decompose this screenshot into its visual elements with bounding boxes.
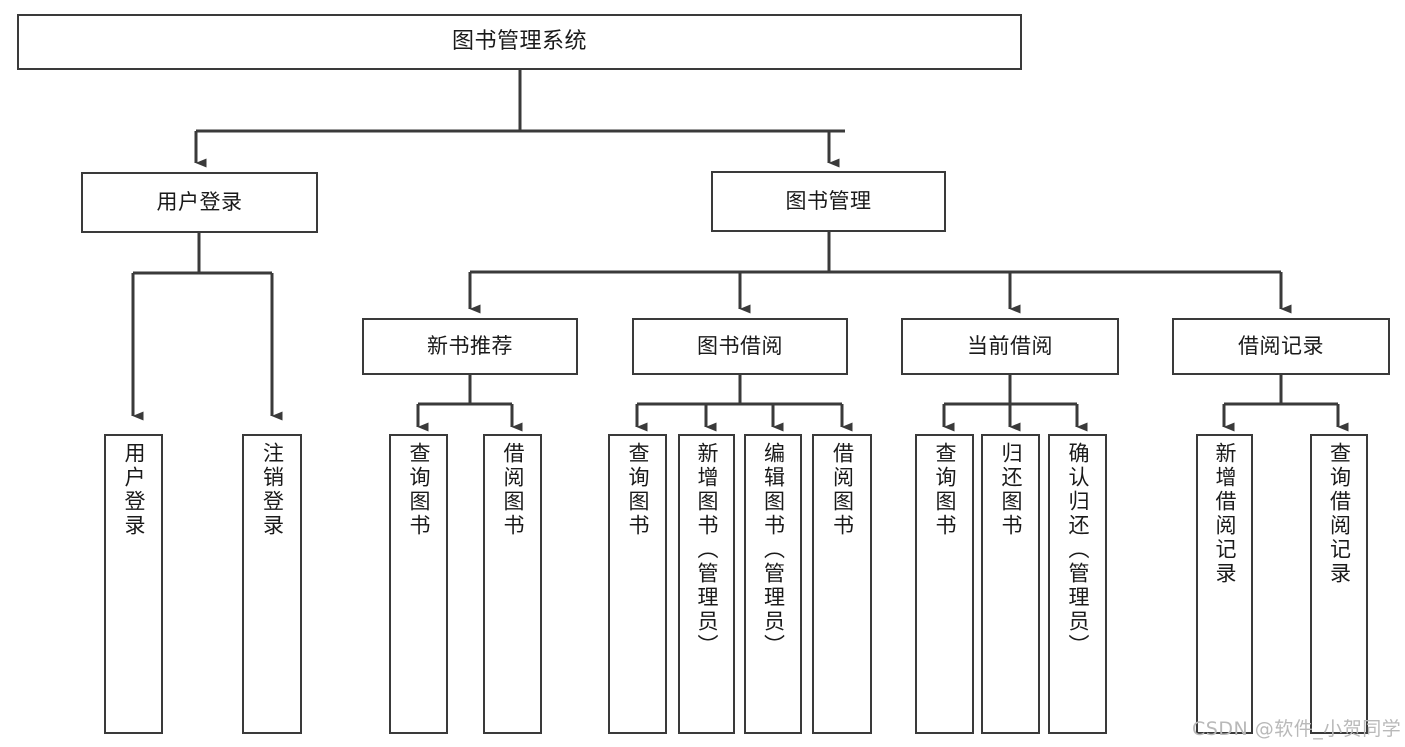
node-leaf-current-confirm-return-label: 确认归还（管理员） bbox=[1066, 442, 1090, 658]
node-leaf-new-book-borrow-label: 借阅图书 bbox=[501, 442, 525, 538]
node-leaf-record-query[interactable]: 查询借阅记录 bbox=[1310, 434, 1368, 734]
node-book-borrow-label: 图书借阅 bbox=[697, 334, 783, 359]
node-leaf-book-borrow-query-label: 查询图书 bbox=[626, 442, 650, 538]
node-leaf-new-book-borrow[interactable]: 借阅图书 bbox=[483, 434, 542, 734]
node-book-borrow[interactable]: 图书借阅 bbox=[632, 318, 848, 375]
node-leaf-book-borrow-query[interactable]: 查询图书 bbox=[608, 434, 667, 734]
node-leaf-book-edit[interactable]: 编辑图书（管理员） bbox=[744, 434, 802, 734]
node-leaf-current-query[interactable]: 查询图书 bbox=[915, 434, 974, 734]
node-book-management[interactable]: 图书管理 bbox=[711, 171, 946, 232]
node-leaf-record-add-label: 新增借阅记录 bbox=[1213, 442, 1237, 586]
node-leaf-book-borrow-action-label: 借阅图书 bbox=[830, 442, 855, 538]
node-leaf-current-query-label: 查询图书 bbox=[933, 442, 957, 538]
node-new-book-recommend[interactable]: 新书推荐 bbox=[362, 318, 578, 375]
node-borrow-record[interactable]: 借阅记录 bbox=[1172, 318, 1390, 375]
node-root-system[interactable]: 图书管理系统 bbox=[17, 14, 1022, 70]
node-leaf-book-add[interactable]: 新增图书（管理员） bbox=[678, 434, 735, 734]
node-book-management-label: 图书管理 bbox=[785, 189, 872, 214]
node-leaf-user-login-login[interactable]: 用户登录 bbox=[104, 434, 163, 734]
node-leaf-record-query-label: 查询借阅记录 bbox=[1327, 442, 1352, 586]
node-leaf-book-borrow-action[interactable]: 借阅图书 bbox=[812, 434, 872, 734]
node-current-borrow-label: 当前借阅 bbox=[967, 334, 1053, 359]
node-leaf-current-return[interactable]: 归还图书 bbox=[981, 434, 1040, 734]
node-new-book-recommend-label: 新书推荐 bbox=[427, 334, 513, 359]
node-leaf-user-login-logout-label: 注销登录 bbox=[260, 442, 285, 538]
node-borrow-record-label: 借阅记录 bbox=[1238, 334, 1324, 359]
node-leaf-book-edit-label: 编辑图书（管理员） bbox=[761, 442, 786, 658]
node-leaf-user-login-logout[interactable]: 注销登录 bbox=[242, 434, 302, 734]
node-leaf-user-login-login-label: 用户登录 bbox=[122, 442, 146, 538]
node-leaf-new-book-query-label: 查询图书 bbox=[407, 442, 431, 538]
node-leaf-current-return-label: 归还图书 bbox=[999, 442, 1023, 538]
node-user-login-label: 用户登录 bbox=[156, 190, 243, 215]
node-current-borrow[interactable]: 当前借阅 bbox=[901, 318, 1119, 375]
node-user-login[interactable]: 用户登录 bbox=[81, 172, 318, 233]
node-root-system-label: 图书管理系统 bbox=[451, 29, 587, 55]
node-leaf-current-confirm-return[interactable]: 确认归还（管理员） bbox=[1048, 434, 1107, 734]
node-leaf-book-add-label: 新增图书（管理员） bbox=[695, 442, 719, 658]
node-leaf-record-add[interactable]: 新增借阅记录 bbox=[1196, 434, 1253, 734]
node-leaf-new-book-query[interactable]: 查询图书 bbox=[389, 434, 448, 734]
